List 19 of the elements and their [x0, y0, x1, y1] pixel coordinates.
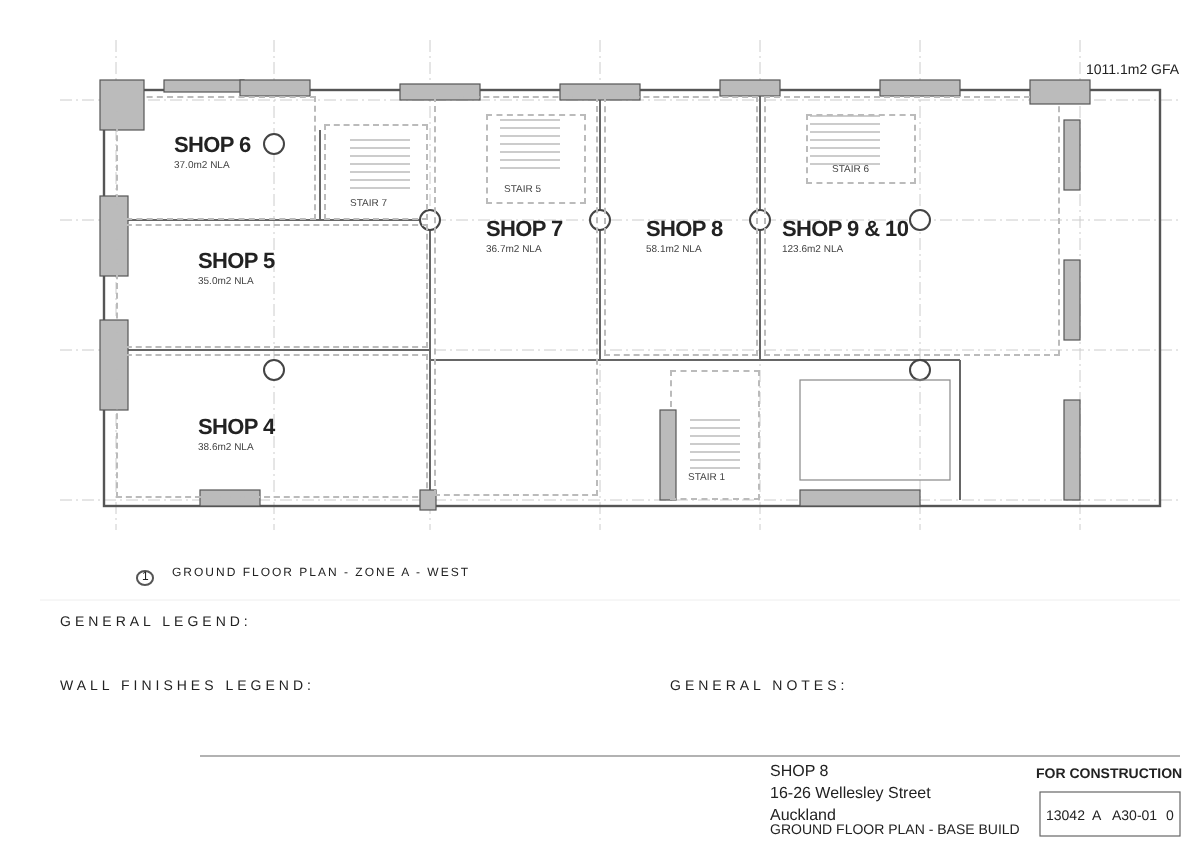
room-name: SHOP 7: [486, 218, 563, 242]
stair-area: [486, 114, 586, 204]
shop-room: [604, 96, 758, 356]
stair-area: [806, 114, 916, 184]
stair-area: [670, 370, 760, 500]
shop-room: [116, 224, 428, 348]
project-city: Auckland: [770, 806, 836, 824]
room-name: SHOP 8: [646, 218, 723, 242]
room-name: SHOP 6: [174, 134, 251, 158]
project-address: 16-26 Wellesley Street: [770, 784, 931, 802]
shop-room: [764, 96, 1060, 356]
project-name: SHOP 8: [770, 762, 829, 780]
room-name: SHOP 5: [198, 250, 275, 274]
room-name: SHOP 4: [198, 416, 275, 440]
stair-area: [324, 124, 428, 220]
shop-room: [116, 96, 316, 220]
shop-room: [116, 354, 428, 498]
shop-room: [434, 96, 598, 496]
room-name: SHOP 9 & 10: [782, 218, 909, 242]
